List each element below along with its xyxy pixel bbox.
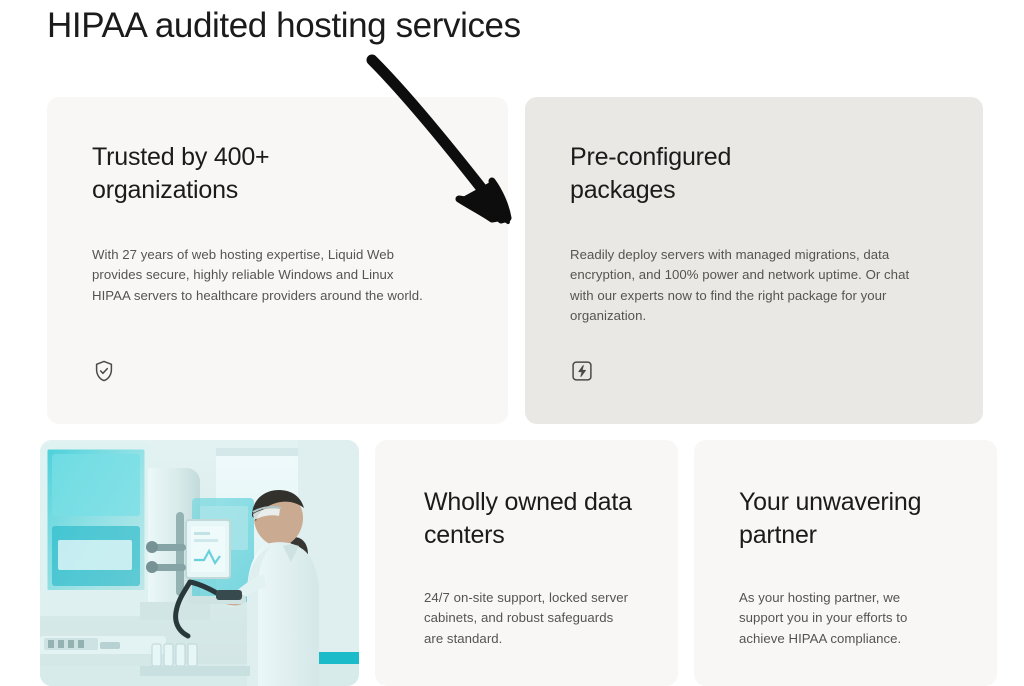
card-your-unwavering-partner-body: As your hosting partner, we support you … [739, 590, 908, 646]
shield-check-icon [92, 359, 116, 383]
card-your-unwavering-partner[interactable]: Your unwavering partner As your hosting … [694, 440, 997, 686]
card-lab-photo[interactable] [40, 440, 359, 686]
card-wholly-owned-data-centers-body: 24/7 on-site support, locked server cabi… [424, 590, 629, 646]
card-pre-configured-packages[interactable]: Pre-configured packages Readily deploy s… [525, 97, 983, 424]
card-pre-configured-packages-body: Readily deploy servers with managed migr… [570, 247, 910, 324]
lab-photo-image [40, 440, 359, 686]
bottom-card-row: Wholly owned data centers 24/7 on-site s… [40, 440, 997, 686]
card-trusted-by-heading: Trusted by 400+ organizations [92, 143, 270, 204]
lightning-bolt-icon [570, 359, 594, 383]
card-trusted-by-body: With 27 years of web hosting expertise, … [92, 247, 423, 303]
card-your-unwavering-partner-heading: Your unwavering partner [739, 488, 922, 549]
card-wholly-owned-data-centers[interactable]: Wholly owned data centers 24/7 on-site s… [375, 440, 678, 686]
card-pre-configured-packages-content: Pre-configured packages Readily deploy s… [525, 97, 983, 327]
card-trusted-by[interactable]: Trusted by 400+ organizations With 27 ye… [47, 97, 508, 424]
top-card-row: Trusted by 400+ organizations With 27 ye… [47, 97, 983, 424]
card-pre-configured-packages-heading: Pre-configured packages [570, 143, 732, 204]
card-wholly-owned-data-centers-heading: Wholly owned data centers [424, 488, 632, 549]
card-trusted-by-content: Trusted by 400+ organizations With 27 ye… [47, 97, 508, 306]
page-title: HIPAA audited hosting services [47, 6, 521, 45]
